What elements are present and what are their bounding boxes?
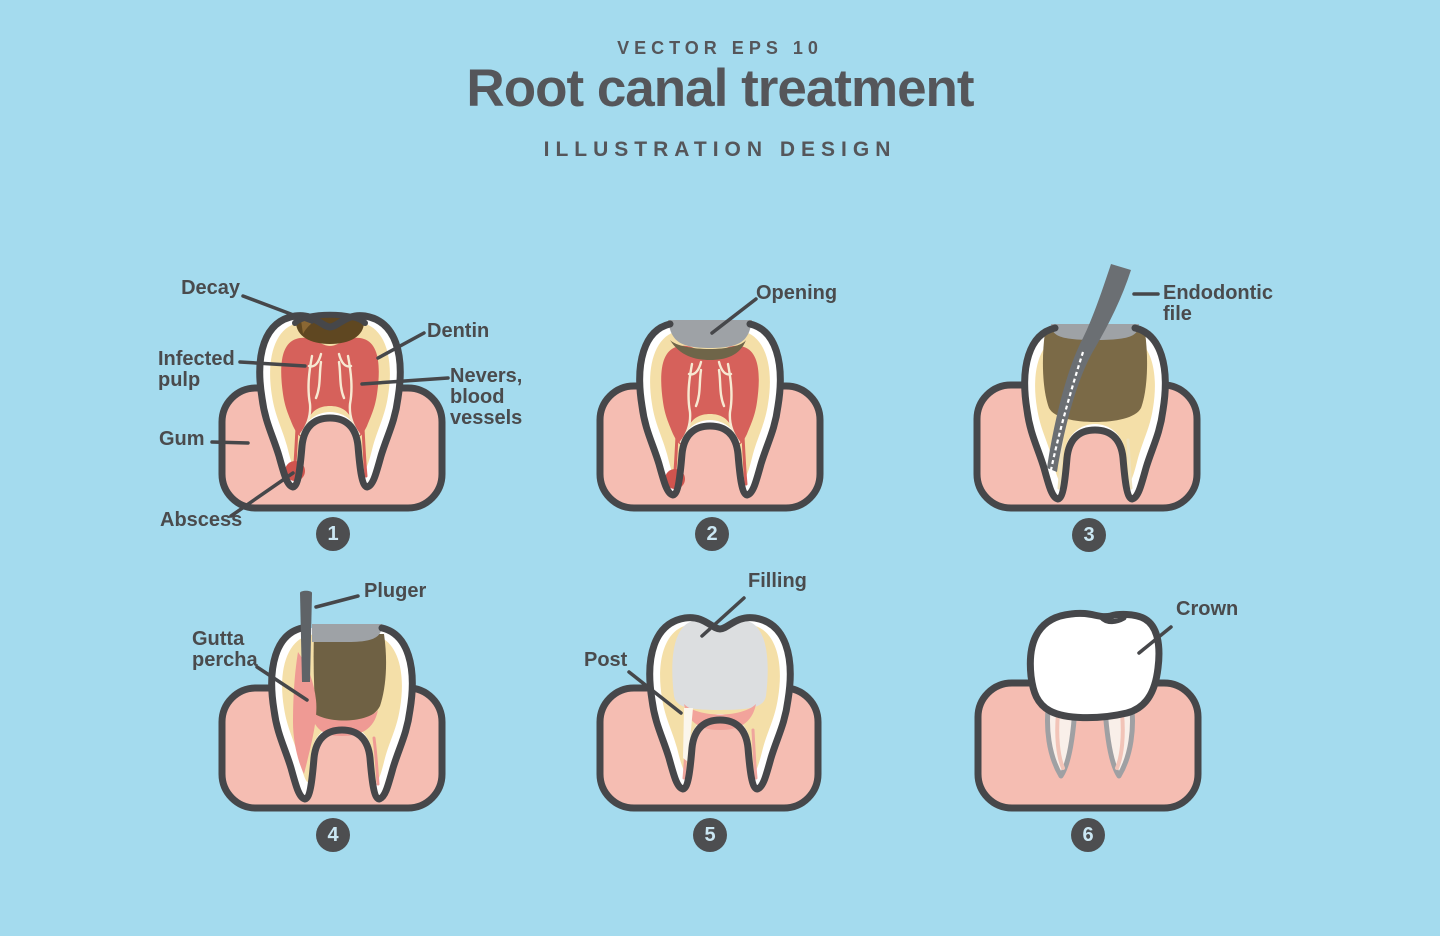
root-canal-streaks: [1055, 711, 1125, 770]
step-2-leader-line: [710, 297, 758, 335]
step-4-figure: [218, 590, 446, 812]
step-2-number-badge: 2: [695, 517, 729, 551]
label-post: Post: [584, 649, 628, 671]
label-abscess: Abscess: [160, 509, 243, 531]
opening-shape: [668, 320, 752, 348]
title-subtitle: ILLUSTRATION DESIGN: [543, 138, 897, 161]
opening-shape: [312, 624, 382, 642]
step-1-leader-lines: [210, 294, 450, 518]
opening-lip: [670, 340, 746, 360]
label-decay: Decay: [181, 277, 240, 299]
step-5-figure: [596, 596, 822, 812]
step-6-figure: [974, 609, 1202, 812]
step-2-figure: [596, 297, 824, 512]
post-shape: [683, 708, 693, 762]
filling-shape: [672, 620, 768, 710]
step-5-number-badge: 5: [693, 818, 727, 852]
label-endodontic-file: Endodontic file: [1163, 282, 1273, 325]
step-4-number-badge: 4: [316, 818, 350, 852]
step-3-number-badge: 3: [1072, 518, 1106, 552]
step-6-number-badge: 6: [1071, 818, 1105, 852]
step-4-leader-lines: [255, 594, 360, 702]
crown-shape: [1026, 609, 1163, 722]
label-crown: Crown: [1176, 598, 1239, 620]
label-infected-pulp: Infected pulp: [158, 348, 235, 391]
step-1-number-badge: 1: [316, 517, 350, 551]
label-nerves-blood-vessels: Nevers, blood vessels: [450, 365, 523, 429]
crown-notch: [1098, 614, 1127, 625]
label-gum: Gum: [159, 428, 205, 450]
pluger-shape: [300, 590, 312, 682]
step-5-leader-lines: [627, 596, 746, 715]
gutta-percha-band: [310, 710, 378, 736]
label-opening: Opening: [756, 282, 838, 304]
step-3-figure: [973, 264, 1201, 512]
step-6-leader-line: [1137, 625, 1173, 655]
title-kicker: VECTOR EPS 10: [617, 38, 823, 58]
label-pluger: Pluger: [364, 580, 427, 602]
endodontic-file-shape: [1047, 264, 1131, 472]
right-canal-line: [372, 736, 380, 786]
label-filling: Filling: [748, 570, 807, 592]
chamber-shape: [313, 634, 387, 722]
gutta-percha-shape: [293, 652, 317, 774]
step-1-figure: [210, 294, 450, 518]
page-title: Root canal treatment: [466, 59, 974, 118]
label-gutta-percha: Gutta percha: [192, 628, 258, 671]
decay-rim: [292, 311, 368, 326]
label-dentin: Dentin: [427, 320, 490, 342]
